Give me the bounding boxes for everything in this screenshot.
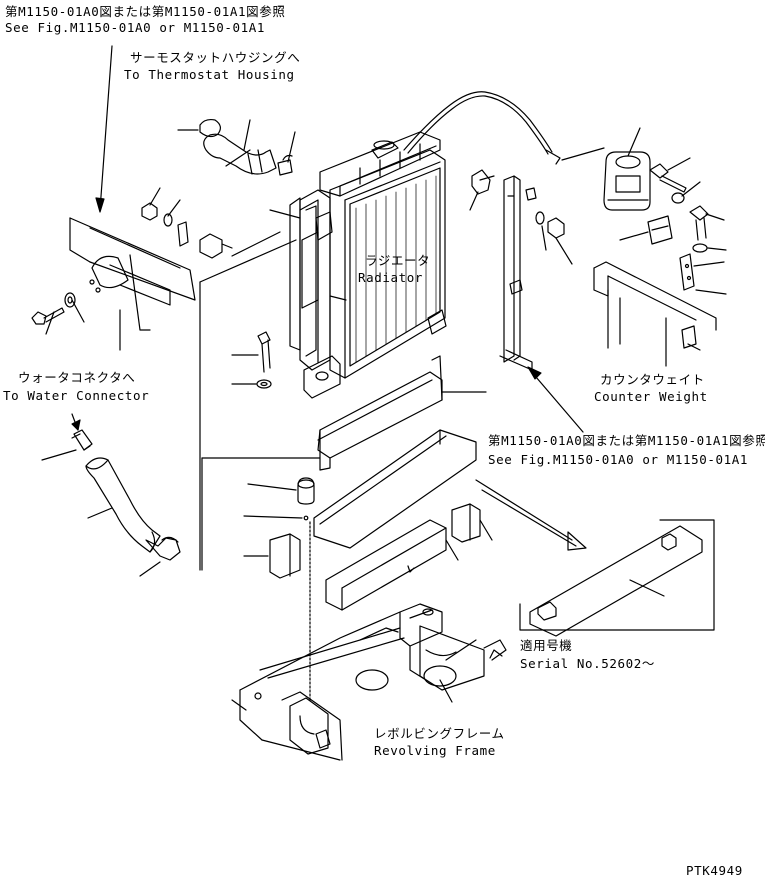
rubber-mount-right bbox=[470, 170, 494, 210]
pad-block-left bbox=[244, 534, 300, 578]
radiator-label-en: Radiator bbox=[358, 270, 424, 285]
ref-top-en: See Fig.M1150-01A0 or M1150-01A1 bbox=[5, 20, 266, 35]
water-connector-fitting bbox=[42, 414, 92, 460]
seal-rubber bbox=[244, 478, 314, 520]
serial-detail-box bbox=[520, 520, 714, 636]
thermostat-label-jp: サーモスタットハウジングへ bbox=[130, 50, 301, 65]
revolving-frame-label-jp: レボルビングフレーム bbox=[374, 726, 505, 741]
counter-weight-frame bbox=[594, 262, 716, 366]
tank-bracket bbox=[620, 216, 726, 294]
lower-cover-plate bbox=[314, 430, 476, 548]
radiator-core-fins bbox=[356, 176, 436, 362]
counter-weight-label-jp: カウンタウェイト bbox=[600, 372, 705, 387]
upper-radiator-hose bbox=[178, 120, 295, 175]
ref-arrow-top bbox=[96, 46, 112, 212]
radiator-label-jp: ラジエータ bbox=[365, 253, 431, 268]
cover-plate-angled bbox=[318, 356, 486, 470]
counter-weight-label-en: Counter Weight bbox=[594, 389, 708, 404]
water-connector-label-jp: ウォータコネクタへ bbox=[18, 370, 136, 385]
ref-mid-en: See Fig.M1150-01A0 or M1150-01A1 bbox=[488, 452, 749, 467]
serial-label-jp: 適用号機 bbox=[520, 638, 573, 653]
overflow-tube bbox=[404, 92, 604, 164]
revolving-frame bbox=[232, 604, 506, 760]
ref-arrow-mid bbox=[528, 367, 583, 432]
leader-lines-left bbox=[46, 300, 84, 334]
leader-lines-misc bbox=[226, 150, 346, 300]
bolt-and-washers-right bbox=[650, 158, 726, 252]
region-outline bbox=[200, 240, 320, 570]
thermostat-label-en: To Thermostat Housing bbox=[124, 67, 295, 82]
rubber-mount-left bbox=[200, 232, 280, 258]
lower-radiator-hose bbox=[86, 458, 180, 576]
drawing-number: PTK4949 bbox=[686, 863, 743, 878]
left-mounting-plate bbox=[70, 218, 195, 350]
serial-label-en: Serial No.52602～ bbox=[520, 656, 655, 671]
long-pad-block bbox=[326, 520, 458, 610]
bolt-left bbox=[32, 293, 75, 324]
vertical-support-bar bbox=[500, 176, 572, 370]
revolving-frame-label-en: Revolving Frame bbox=[374, 743, 496, 758]
pad-block-right bbox=[452, 504, 492, 542]
radiator-bolt bbox=[232, 332, 271, 388]
nut-and-washer-small bbox=[142, 188, 188, 246]
ref-mid-jp: 第M1150-01A0図または第M1150-01A1図参照 bbox=[488, 433, 765, 448]
ref-top-jp: 第M1150-01A0図または第M1150-01A1図参照 bbox=[5, 4, 286, 19]
reserve-tank bbox=[604, 128, 650, 210]
water-connector-label-en: To Water Connector bbox=[3, 388, 150, 403]
serial-pointer-arrow bbox=[476, 480, 586, 550]
